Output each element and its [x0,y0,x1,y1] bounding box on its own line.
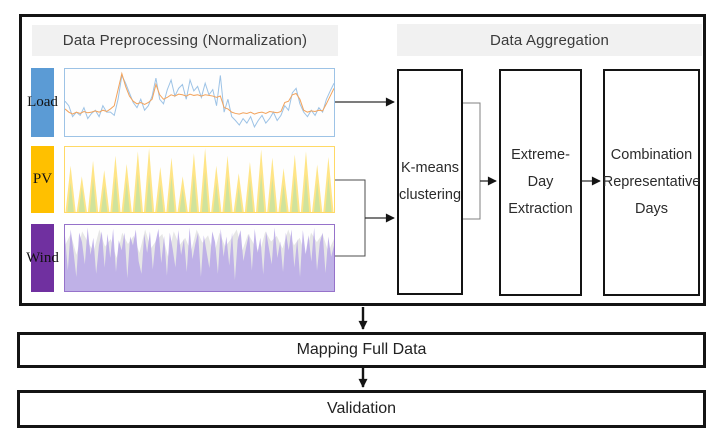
preprocessing-header: Data Preprocessing (Normalization) [32,25,338,56]
extreme-day-extraction-box: Extreme- Day Extraction [499,69,582,296]
aggregation-title: Data Aggregation [489,31,610,49]
validation-box: Validation [17,390,706,428]
wind-chart [64,224,335,292]
mapping-full-data-box: Mapping Full Data [17,332,706,368]
wind-chart-plot [65,227,334,291]
mapping-full-data-label: Mapping Full Data [296,341,427,358]
preprocessing-title: Data Preprocessing (Normalization) [62,32,308,49]
combination-line1: Combination [610,147,693,163]
kmeans-line1: K-means [400,160,460,176]
extreme-line3: Extraction [508,201,573,217]
pv-chart [64,146,335,213]
pv-color-chip [31,146,54,213]
load-chart [64,68,335,137]
kmeans-line2: clustering [398,187,462,203]
extreme-line1: Extreme- [511,147,570,163]
validation-label: Validation [326,400,397,417]
pv-chart-plot [65,148,334,212]
wind-color-chip [31,224,54,292]
load-color-chip [31,68,54,137]
combination-line3: Days [634,201,669,217]
combination-representative-days-box: Combination Representative Days [603,69,700,296]
load-chart-plot [65,69,334,136]
extreme-line2: Day [527,174,554,190]
kmeans-clustering-box: K-means clustering [397,69,463,295]
aggregation-header: Data Aggregation [397,24,702,56]
combination-line2: Representative [602,174,701,190]
